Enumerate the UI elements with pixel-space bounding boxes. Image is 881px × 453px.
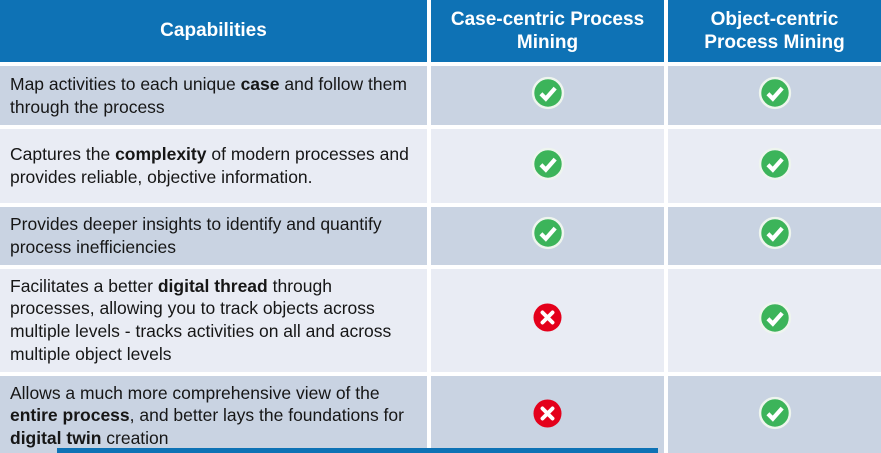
table-header-row: Capabilities Case-centric Process Mining… — [0, 0, 881, 62]
capability-text: Map activities to each unique case and f… — [10, 73, 407, 117]
table-row: Allows a much more comprehensive view of… — [0, 375, 881, 453]
table-row: Captures the complexity of modern proces… — [0, 129, 881, 203]
check-icon — [531, 147, 565, 186]
table-body: Map activities to each unique case and f… — [0, 66, 881, 453]
table-row: Map activities to each unique case and f… — [0, 66, 881, 125]
check-icon — [758, 216, 792, 255]
check-icon — [758, 301, 792, 340]
cross-icon — [533, 399, 562, 433]
capability-cell: Facilitates a better digital thread thro… — [0, 268, 427, 372]
bottom-accent-bar — [57, 448, 658, 453]
cross-icon — [533, 303, 562, 337]
case-centric-cell — [431, 375, 664, 453]
header-capabilities: Capabilities — [0, 0, 427, 62]
capability-cell: Captures the complexity of modern proces… — [0, 129, 427, 203]
case-centric-cell — [431, 129, 664, 203]
object-centric-cell — [668, 268, 881, 372]
table-row: Provides deeper insights to identify and… — [0, 207, 881, 265]
capability-text: Captures the complexity of modern proces… — [10, 144, 409, 187]
capability-text: Allows a much more comprehensive view of… — [10, 382, 404, 449]
check-icon — [531, 76, 565, 115]
check-icon — [758, 76, 792, 115]
check-icon — [531, 216, 565, 255]
check-icon — [758, 147, 792, 186]
capability-cell: Allows a much more comprehensive view of… — [0, 375, 427, 453]
header-case-centric: Case-centric Process Mining — [431, 0, 664, 62]
object-centric-cell — [668, 375, 881, 453]
object-centric-cell — [668, 66, 881, 125]
case-centric-cell — [431, 268, 664, 372]
capability-text: Facilitates a better digital thread thro… — [10, 275, 392, 364]
header-object-centric: Object-centric Process Mining — [668, 0, 881, 62]
case-centric-cell — [431, 207, 664, 265]
object-centric-cell — [668, 129, 881, 203]
object-centric-cell — [668, 207, 881, 265]
capability-text: Provides deeper insights to identify and… — [10, 214, 382, 257]
table-row: Facilitates a better digital thread thro… — [0, 268, 881, 372]
capability-cell: Provides deeper insights to identify and… — [0, 207, 427, 265]
case-centric-cell — [431, 66, 664, 125]
capability-cell: Map activities to each unique case and f… — [0, 66, 427, 125]
check-icon — [758, 396, 792, 435]
